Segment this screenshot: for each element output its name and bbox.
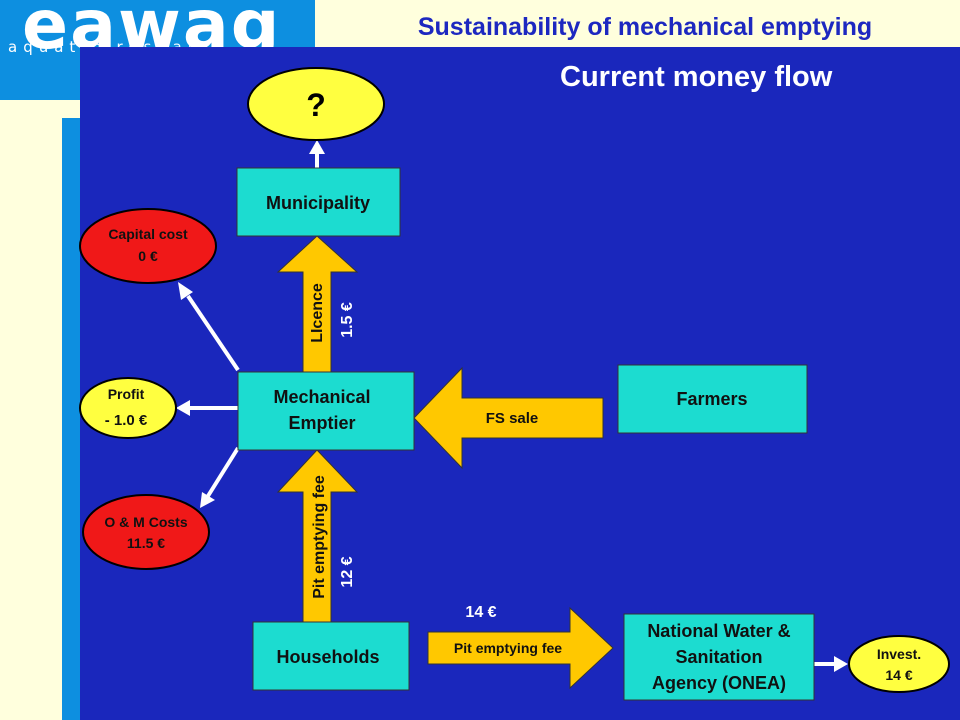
header-title: Sustainability of mechanical emptying [345,7,945,47]
profit-value: - 1.0 € [105,412,148,429]
mechanical-emptier-box [237,371,415,451]
pit-fee-value: 12 € [339,556,356,587]
capital-cost-ellipse [79,208,217,284]
licence-value: 1.5 € [339,302,356,338]
onea-label-line3: Agency (ONEA) [652,673,786,693]
pit-fee-label: Pit emptying fee [311,475,328,599]
pit-emptying-fee-arrow [276,449,359,623]
arrow-to-om-costs [206,446,240,498]
capital-cost-value: 0 € [138,248,158,264]
om-costs-ellipse [82,494,210,570]
onea-box [623,613,815,701]
onea-fee-value: 14 € [465,604,496,621]
emptier-label-line2: Emptier [288,413,355,433]
profit-ellipse [79,377,177,439]
arrow-to-capital-cost [186,294,240,372]
fs-sale-label: FS sale [486,410,539,427]
onea-fee-label: Pit emptying fee [454,640,562,656]
onea-label-line1: National Water & [647,621,790,641]
left-stripe [62,118,80,720]
invest-label: Invest. [877,646,921,662]
unknown-ellipse [247,67,385,141]
onea-fee-arrow [427,606,614,690]
invest-value: 14 € [885,667,912,683]
households-box [252,621,410,691]
invest-ellipse [848,635,950,693]
capital-cost-label: Capital cost [108,226,188,242]
licence-arrow [276,235,359,373]
connector-arrows [176,140,848,672]
municipality-label: Municipality [266,193,370,213]
slide-title: Current money flow [560,61,833,93]
onea-label-line2: Sanitation [675,647,762,667]
emptier-label-line1: Mechanical [273,387,370,407]
profit-label: Profit [108,386,145,402]
licence-label: LIcence [309,283,326,343]
households-label: Households [276,647,379,667]
municipality-box [236,167,401,237]
om-costs-label: O & M Costs [104,514,187,530]
farmers-box [617,364,808,434]
unknown-label: ? [306,87,326,123]
om-costs-value: 11.5 € [127,535,165,551]
slide-panel [80,47,960,720]
fs-sale-arrow [413,366,604,470]
farmers-label: Farmers [676,389,747,409]
